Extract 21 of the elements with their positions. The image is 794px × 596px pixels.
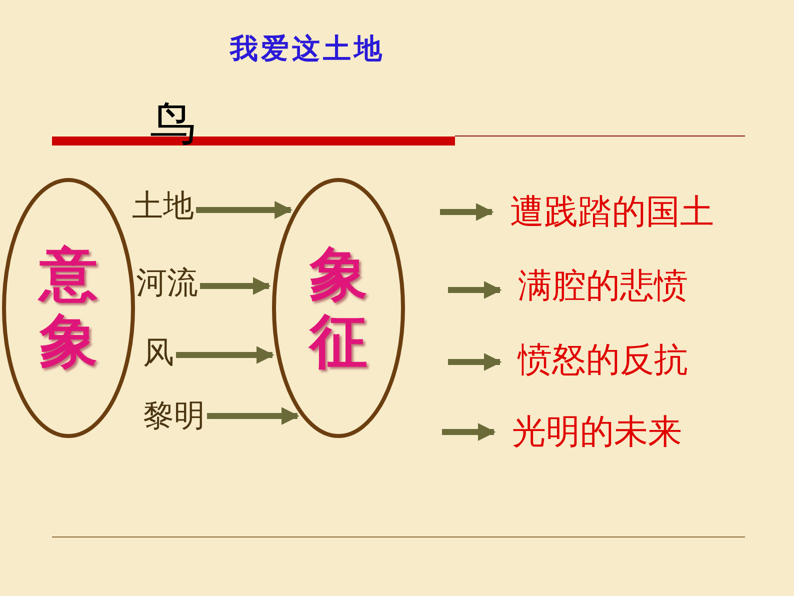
- meaning-text: 光明的未来: [512, 412, 682, 453]
- arrow: [176, 346, 274, 364]
- arrow: [448, 353, 502, 371]
- arrow: [442, 423, 496, 441]
- oval-label: 象征: [310, 241, 368, 375]
- image-word: 河流: [136, 265, 198, 302]
- arrow: [440, 203, 494, 221]
- image-word: 黎明: [143, 398, 205, 436]
- image-word: 土地: [132, 188, 194, 226]
- meaning-text: 遭践踏的国土: [510, 192, 714, 233]
- arrow: [200, 277, 271, 295]
- oval-outline: [272, 178, 405, 438]
- heading-character: 鸟: [150, 100, 196, 146]
- image-word: 风: [143, 335, 174, 372]
- arrow: [196, 201, 293, 219]
- slide-title: 我爱这土地: [230, 31, 385, 67]
- meaning-text: 满腔的悲愤: [518, 266, 688, 307]
- arrow: [207, 407, 300, 425]
- arrow: [448, 281, 502, 299]
- meaning-text: 愤怒的反抗: [518, 340, 688, 381]
- oval-label: 意象: [40, 241, 98, 375]
